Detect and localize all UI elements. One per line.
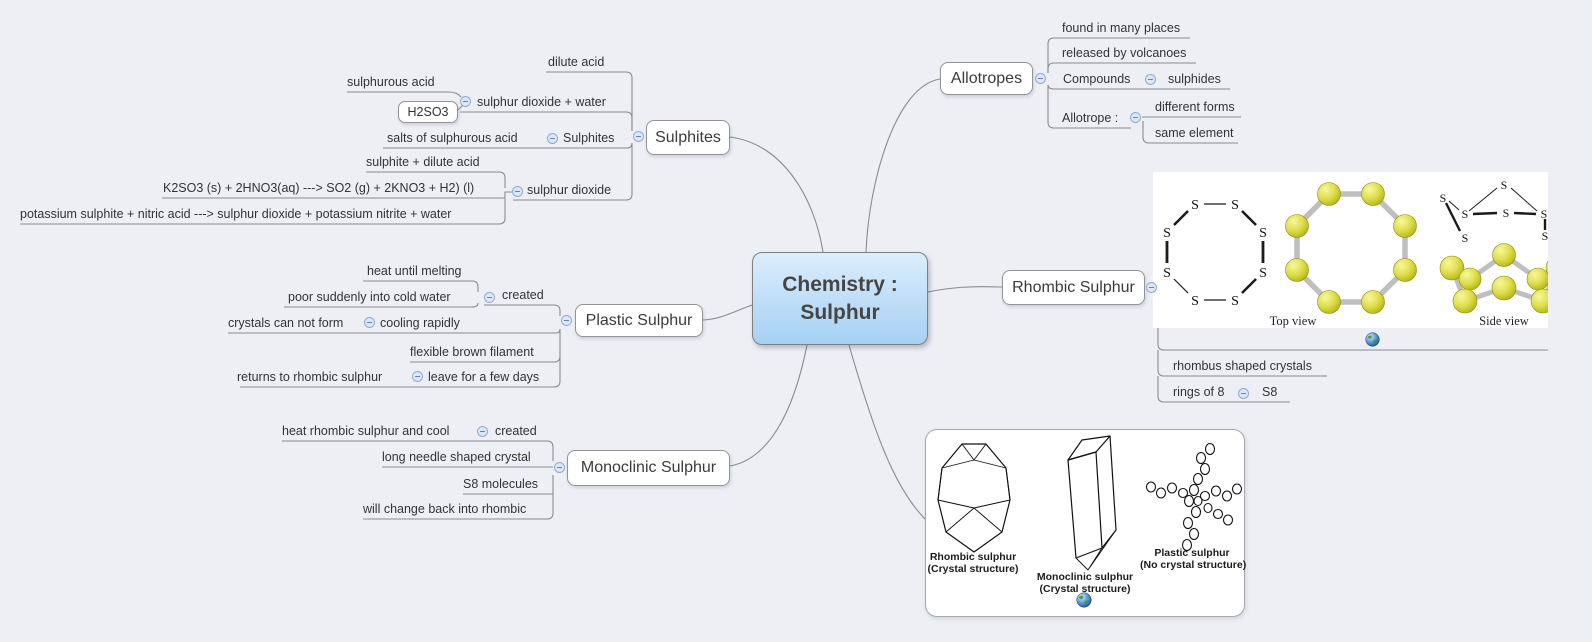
topic-different-forms[interactable]: different forms bbox=[1155, 100, 1235, 114]
collapse-icon[interactable] bbox=[460, 96, 471, 107]
topic-leave-for-few-days[interactable]: leave for a few days bbox=[428, 370, 540, 384]
s-atom-label: S bbox=[1191, 198, 1199, 213]
monoclinic-caption-name: Monoclinic sulphur bbox=[1036, 571, 1134, 583]
hyperlink-globe-icon[interactable] bbox=[1365, 332, 1380, 347]
hyperlink-globe-icon[interactable] bbox=[1076, 592, 1092, 608]
topic-sulphite-dilute-acid[interactable]: sulphite + dilute acid bbox=[366, 155, 480, 169]
s-atom-label: S bbox=[1231, 198, 1239, 213]
side-view-label: Side view bbox=[1479, 314, 1529, 328]
topic-rhombic-sulphur[interactable]: Rhombic Sulphur bbox=[1002, 270, 1145, 305]
topic-sulphur-dioxide[interactable]: sulphur dioxide bbox=[527, 183, 612, 197]
topic-returns-to-rhombic[interactable]: returns to rhombic sulphur bbox=[237, 370, 383, 384]
rhombic-caption-type: (Crystal structure) bbox=[927, 563, 1019, 575]
s-atom-label: S bbox=[1462, 231, 1469, 245]
central-topic[interactable]: Chemistry : Sulphur bbox=[752, 252, 928, 345]
topic-dilute-acid[interactable]: dilute acid bbox=[548, 55, 605, 69]
s-atom-label: S bbox=[1259, 266, 1267, 281]
topic-cooling-rapidly[interactable]: cooling rapidly bbox=[380, 316, 460, 330]
collapse-icon[interactable] bbox=[1035, 73, 1046, 84]
collapse-icon[interactable] bbox=[512, 186, 523, 197]
topic-plastic-created[interactable]: created bbox=[502, 288, 544, 302]
s-atom-label: S bbox=[1542, 229, 1548, 243]
topic-h2so3[interactable]: H2SO3 bbox=[398, 101, 458, 123]
collapse-icon[interactable] bbox=[547, 133, 558, 144]
topic-heat-rhombic-and-cool[interactable]: heat rhombic sulphur and cool bbox=[282, 424, 450, 438]
topic-found-many-places[interactable]: found in many places bbox=[1062, 21, 1181, 35]
s-atom-label: S bbox=[1191, 294, 1199, 309]
topic-rhombus-shaped-crystals[interactable]: rhombus shaped crystals bbox=[1173, 359, 1312, 373]
topic-released-by-volcanoes[interactable]: released by volcanoes bbox=[1062, 46, 1187, 60]
topic-allotropes[interactable]: Allotropes bbox=[940, 62, 1033, 95]
crystal-structures-image[interactable]: Rhombic sulphur (Crystal structure) Mono… bbox=[925, 429, 1247, 617]
topic-sulphurous-acid[interactable]: sulphurous acid bbox=[347, 75, 435, 89]
topic-change-back-to-rhombic[interactable]: will change back into rhombic bbox=[363, 502, 527, 516]
topic-crystals-cannot-form[interactable]: crystals can not form bbox=[228, 316, 344, 330]
topic-s8-molecules[interactable]: S8 molecules bbox=[463, 477, 539, 491]
collapse-icon[interactable] bbox=[561, 315, 572, 326]
topic-word-equation[interactable]: potassium sulphite + nitric acid ---> su… bbox=[20, 207, 452, 221]
topic-compounds[interactable]: Compounds bbox=[1063, 72, 1131, 86]
topic-sulphides[interactable]: sulphides bbox=[1168, 72, 1221, 86]
s8-molecule-image[interactable]: S S S S S S S S bbox=[1153, 172, 1571, 328]
monoclinic-caption-type: (Crystal structure) bbox=[1039, 583, 1131, 595]
s-atom-label: S bbox=[1503, 206, 1510, 220]
collapse-icon[interactable] bbox=[1146, 282, 1157, 293]
s-atom-label: S bbox=[1440, 191, 1447, 205]
collapse-icon[interactable] bbox=[633, 131, 644, 142]
collapse-icon[interactable] bbox=[554, 462, 565, 473]
s-atom-label: S bbox=[1231, 294, 1239, 309]
topic-symbol-equation[interactable]: K2SO3 (s) + 2HNO3(aq) ---> SO2 (g) + 2KN… bbox=[163, 181, 475, 195]
collapse-icon[interactable] bbox=[484, 292, 495, 303]
topic-sulphites[interactable]: Sulphites bbox=[646, 120, 730, 155]
topic-s8[interactable]: S8 bbox=[1262, 385, 1278, 399]
topic-sulphur-dioxide-water[interactable]: sulphur dioxide + water bbox=[477, 95, 606, 109]
s8-molecule-drawing: S S S S S S S S bbox=[1163, 178, 1571, 328]
s-atom-label: S bbox=[1163, 266, 1171, 281]
collapse-icon[interactable] bbox=[477, 426, 488, 437]
plastic-caption-name: Plastic sulphur bbox=[1154, 547, 1230, 559]
s-atom-label: S bbox=[1501, 178, 1508, 192]
topic-same-element[interactable]: same element bbox=[1155, 126, 1234, 140]
collapse-icon[interactable] bbox=[1145, 74, 1156, 85]
collapse-icon[interactable] bbox=[412, 371, 423, 382]
rhombic-caption-name: Rhombic sulphur bbox=[929, 551, 1017, 563]
s-atom-label: S bbox=[1462, 207, 1469, 221]
crystal-structures-drawing bbox=[937, 435, 1243, 571]
topic-monoclinic-created[interactable]: created bbox=[495, 424, 537, 438]
top-view-label: Top view bbox=[1270, 314, 1317, 328]
collapse-icon[interactable] bbox=[1130, 112, 1141, 123]
topic-sulphites-sub[interactable]: Sulphites bbox=[563, 131, 615, 145]
s-atom-label: S bbox=[1259, 226, 1267, 241]
s-atom-label: S bbox=[1541, 207, 1548, 221]
collapse-icon[interactable] bbox=[1238, 388, 1249, 399]
topic-salts-of-sulphurous-acid[interactable]: salts of sulphurous acid bbox=[387, 131, 518, 145]
topic-pour-into-cold-water[interactable]: poor suddenly into cold water bbox=[288, 290, 451, 304]
topic-long-needle-crystal[interactable]: long needle shaped crystal bbox=[382, 450, 531, 464]
topic-plastic-sulphur[interactable]: Plastic Sulphur bbox=[575, 304, 703, 337]
plastic-caption-type: (No crystal structure) bbox=[1140, 559, 1247, 571]
collapse-icon[interactable] bbox=[364, 317, 375, 328]
s-atom-label: S bbox=[1163, 226, 1171, 241]
topic-flexible-brown-filament[interactable]: flexible brown filament bbox=[410, 345, 534, 359]
topic-heat-until-melting[interactable]: heat until melting bbox=[367, 264, 462, 278]
topic-monoclinic-sulphur[interactable]: Monoclinic Sulphur bbox=[567, 450, 730, 486]
topic-allotrope-def[interactable]: Allotrope : bbox=[1062, 111, 1119, 125]
topic-rings-of-8[interactable]: rings of 8 bbox=[1173, 385, 1225, 399]
